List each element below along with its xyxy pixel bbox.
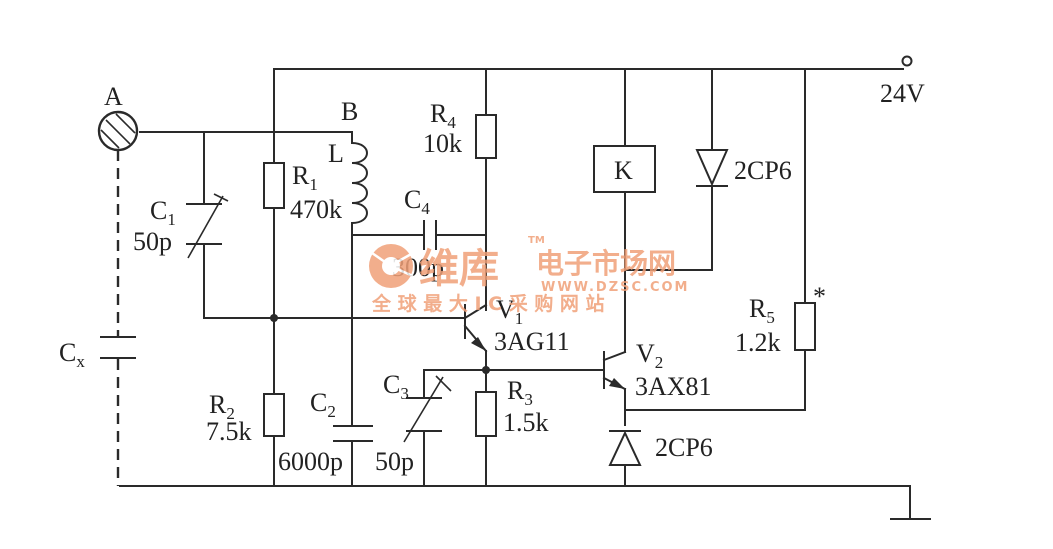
- watermark-slogan: 全 球 最 大 I C 采 购 网 站: [371, 292, 605, 315]
- diode-bottom: [608, 430, 642, 466]
- antenna-label: A: [104, 82, 123, 111]
- c1-value: 50p: [133, 227, 172, 256]
- c3-name: C3: [383, 370, 409, 403]
- c2-value: 6000p: [278, 447, 343, 476]
- r3-value: 1.5k: [503, 408, 549, 437]
- r3-name: R3: [507, 376, 533, 409]
- junction-dot: [270, 314, 278, 322]
- cx-label: Cx: [59, 338, 85, 371]
- transistor-v1: [463, 303, 488, 353]
- resistor-r4: [475, 114, 497, 159]
- watermark: 维库 TM 电子市场网 WWW.DZSC.COM 全 球 最 大 I C 采 购…: [369, 235, 689, 315]
- r5-mark: *: [813, 282, 826, 311]
- v2-name: V2: [636, 339, 663, 372]
- resistor-r2: [263, 393, 285, 437]
- v1-name: V1: [496, 295, 523, 328]
- junction-dots: [270, 314, 490, 374]
- diode-bottom-label: 2CP6: [655, 433, 713, 462]
- transistor-v2: [602, 350, 627, 391]
- antenna-a: [97, 110, 139, 486]
- diode-top: [695, 149, 729, 187]
- resistor-r1: [263, 162, 285, 209]
- watermark-brand: 维库: [419, 246, 499, 292]
- resistor-r3: [475, 391, 497, 437]
- r4-name: R4: [430, 99, 456, 132]
- capacitor-c3: [403, 375, 452, 443]
- c3-value: 50p: [375, 447, 414, 476]
- watermark-tm: TM: [528, 235, 545, 246]
- r1-name: R1: [292, 161, 318, 194]
- v1-type: 3AG11: [494, 327, 570, 356]
- relay-k: [593, 145, 656, 193]
- watermark-logo-icon: [369, 244, 414, 288]
- c4-name: C4: [404, 185, 430, 218]
- r5-value: 1.2k: [735, 328, 781, 357]
- supply-terminal: [901, 55, 913, 67]
- capacitor-c4: [423, 220, 437, 250]
- supply-label: 24V: [880, 79, 925, 108]
- capacitor-c2: [333, 425, 373, 442]
- r2-value: 7.5k: [206, 417, 252, 446]
- capacitor-c1: [186, 193, 229, 259]
- c1-name: C1: [150, 196, 176, 229]
- v2-type: 3AX81: [635, 372, 712, 401]
- coil-b-label: B: [341, 97, 358, 126]
- wiring: [119, 68, 931, 520]
- coil-l-label: L: [328, 139, 344, 168]
- r2-name: R2: [209, 390, 235, 423]
- r5-name: R5: [749, 294, 775, 327]
- relay-label: K: [614, 156, 633, 185]
- resistor-r5: [794, 302, 816, 351]
- diode-top-label: 2CP6: [734, 156, 792, 185]
- coil-l: [350, 141, 368, 225]
- capacitor-cx: [100, 336, 136, 359]
- c2-name: C2: [310, 388, 336, 421]
- r1-value: 470k: [290, 195, 342, 224]
- junction-dot: [482, 366, 490, 374]
- r4-value: 10k: [423, 129, 462, 158]
- watermark-site: 电子市场网: [536, 247, 676, 280]
- watermark-url: WWW.DZSC.COM: [541, 280, 689, 295]
